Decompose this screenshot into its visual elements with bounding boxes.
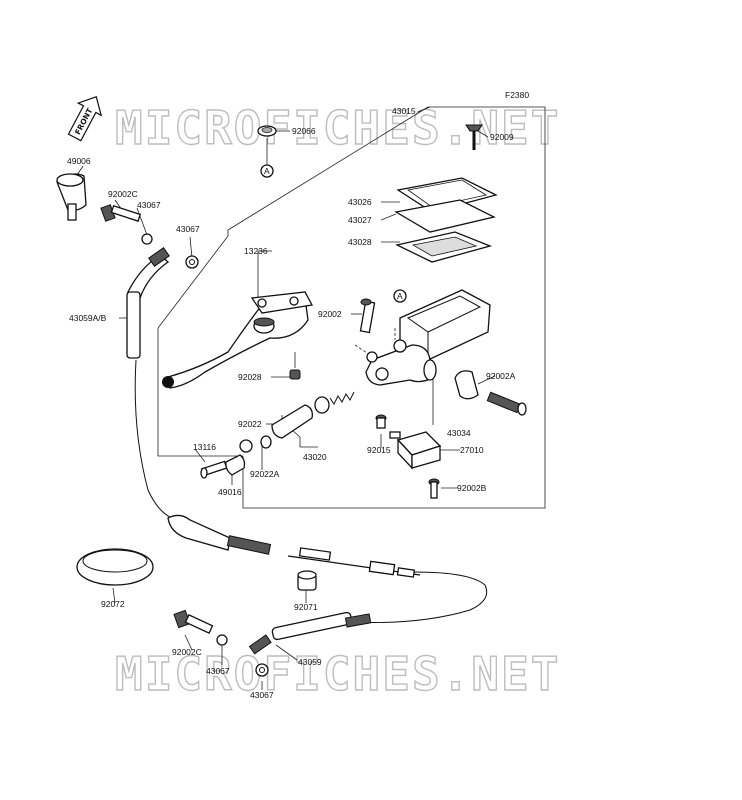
pushrod-13116 [200, 460, 228, 479]
label-43027: 43027 [348, 215, 372, 225]
clutch-cable [134, 359, 173, 519]
label-43059: 43059 [298, 657, 322, 667]
bolt-92002a [486, 391, 527, 416]
label-92002a: 92002A [486, 371, 516, 381]
label-43067-a: 43067 [137, 200, 161, 210]
label-92072: 92072 [101, 599, 125, 609]
label-43026: 43026 [348, 197, 372, 207]
collar-92071 [297, 570, 317, 591]
label-43067-c: 43067 [206, 666, 230, 676]
label-43067-d: 43067 [250, 690, 274, 700]
cable-43059 [248, 611, 372, 655]
label-92002: 92002 [318, 309, 342, 319]
diaphragm-43028 [395, 231, 493, 263]
label-43059ab: 43059A/B [69, 313, 107, 323]
label-43028: 43028 [348, 237, 372, 247]
label-27010: 27010 [460, 445, 484, 455]
screw-92009 [465, 124, 483, 150]
master-cylinder-43015 [365, 289, 491, 386]
label-92002c-top: 92002C [108, 189, 138, 199]
lever-13236 [162, 291, 314, 389]
reservoir-cap-43026 [396, 177, 498, 213]
piston-kit-43020 [239, 391, 355, 453]
ref-marker-a-right-label: A [397, 291, 403, 301]
label-43067-b: 43067 [176, 224, 200, 234]
nut-43067-c [216, 634, 228, 646]
label-43034: 43034 [447, 428, 471, 438]
label-13116: 13116 [193, 442, 216, 452]
boot-49016 [225, 454, 246, 476]
ref-marker-a-right [393, 289, 407, 303]
plate-43027 [394, 199, 496, 233]
label-92009: 92009 [490, 132, 514, 142]
label-49016: 49016 [218, 487, 242, 497]
switch-27010 [389, 431, 442, 470]
label-92028: 92028 [238, 372, 262, 382]
ref-marker-a-left [260, 164, 274, 178]
label-92002c-bottom: 92002C [172, 647, 202, 657]
plug-92015 [375, 414, 387, 429]
pin-92028 [289, 369, 301, 380]
watermark-top: MICROFICHES.NET [115, 101, 560, 155]
label-92071: 92071 [294, 602, 318, 612]
boot-49006 [56, 173, 87, 221]
clamp-band-92072 [76, 548, 154, 586]
label-92022a: 92022A [250, 469, 280, 479]
ref-marker-a-left-label: A [264, 166, 270, 176]
label-13236: 13236 [244, 246, 268, 256]
label-92002b: 92002B [457, 483, 487, 493]
label-43015: 43015 [392, 106, 416, 116]
watermark-bottom: MICROFICHES.NET [115, 647, 560, 701]
cable-lower-end [167, 514, 272, 555]
label-49006: 49006 [67, 156, 91, 166]
inner-cable [287, 547, 421, 578]
nut-43067-a [141, 233, 153, 245]
label-43020: 43020 [303, 452, 327, 462]
label-92066: 92066 [292, 126, 316, 136]
adjuster-92002c-bottom [173, 609, 214, 634]
bolt-92002 [359, 298, 376, 334]
figure-code: F2380 [505, 90, 529, 100]
clutch-cable-lower [351, 571, 488, 623]
clamp-43034 [454, 370, 479, 400]
cap-92066 [257, 125, 277, 137]
label-92015: 92015 [367, 445, 391, 455]
screw-92002b [428, 478, 440, 499]
front-arrow-icon: FRONT [67, 96, 103, 142]
adjuster-92002c-top [100, 204, 142, 222]
part-labels: 43015 92066 92009 49006 92002C 43067 430… [67, 106, 516, 700]
label-92022: 92022 [238, 419, 262, 429]
cable-43059ab-upper [126, 247, 170, 359]
